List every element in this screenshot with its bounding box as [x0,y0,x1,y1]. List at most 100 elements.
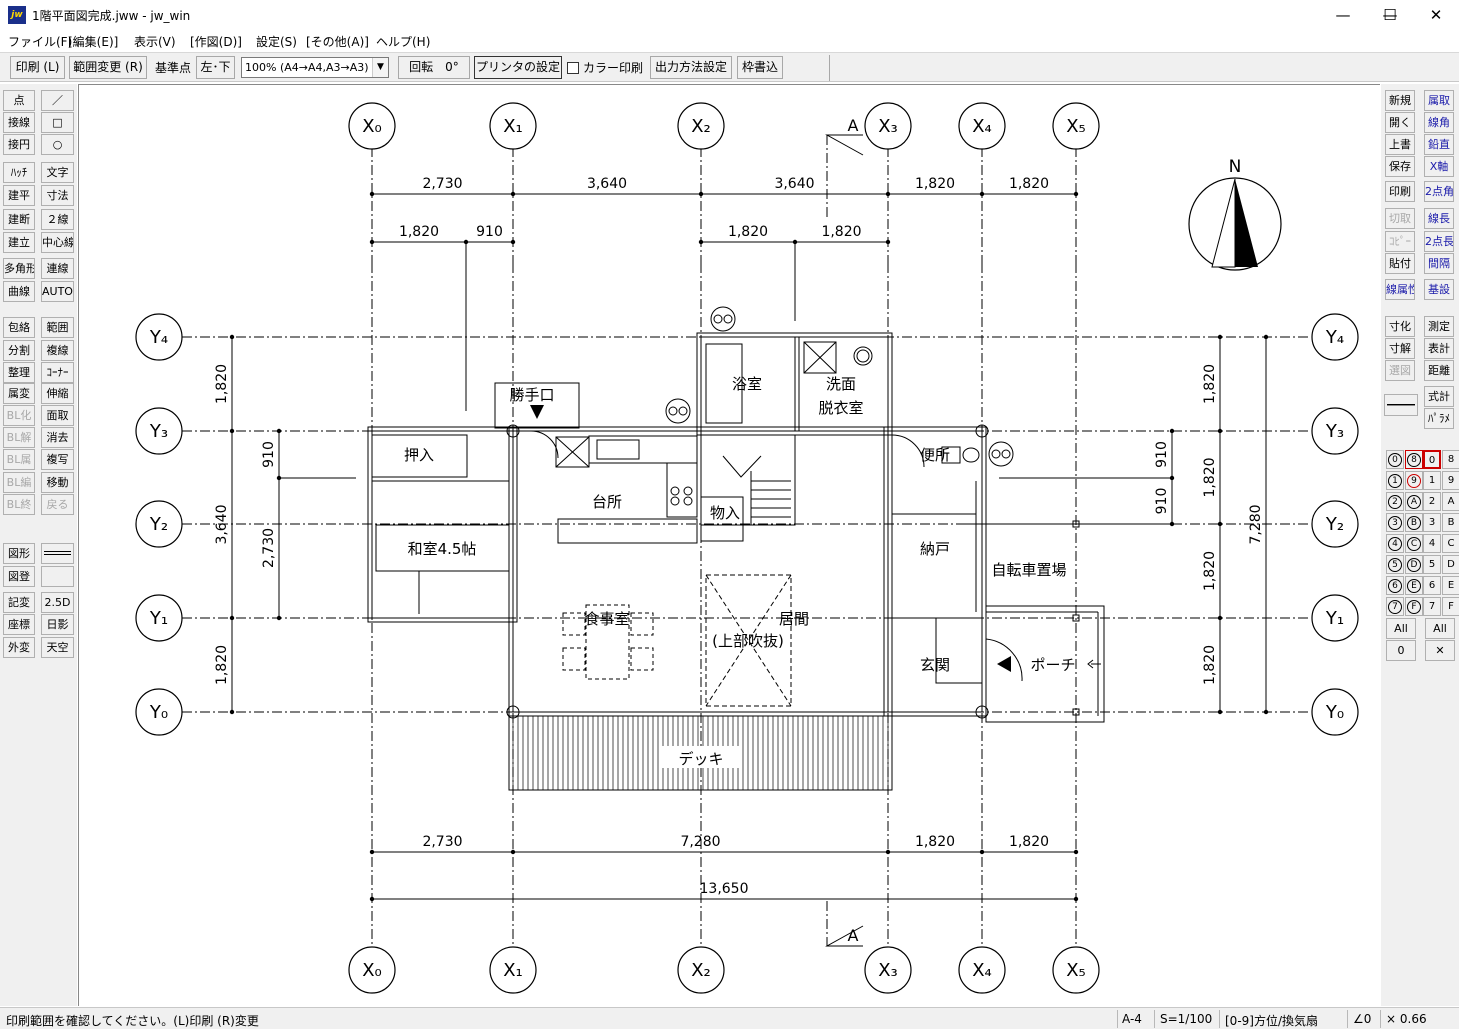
status-scale[interactable]: S=1/100 [1160,1012,1213,1026]
output-method-button[interactable]: 出力方法設定 [650,56,732,79]
layer-group-F[interactable]: F [1405,597,1423,616]
left-tool-13-0[interactable]: BL化 [3,405,35,426]
layer-1[interactable]: 1 [1423,471,1441,490]
right-tool-7-0[interactable]: 貼付 [1385,253,1415,274]
left-tool-2-1[interactable]: ○ [41,134,74,155]
layer-9[interactable]: 9 [1442,471,1459,490]
chevron-down-icon[interactable]: ▼ [372,58,388,77]
left-tool-8-1[interactable]: AUTO [41,281,74,302]
layer-A[interactable]: A [1442,492,1459,511]
layer-group-A[interactable]: A [1405,492,1423,511]
left-tool-5-0[interactable]: 建断 [3,209,35,230]
left-tool-15-0[interactable]: BL属 [3,449,35,470]
right-tool-5-0[interactable]: 切取 [1385,208,1415,229]
layer-F[interactable]: F [1442,597,1459,616]
right-tool-1-1[interactable]: 線角 [1424,112,1454,133]
menu-other[interactable]: [その他(A)] [306,35,369,49]
status-paper[interactable]: A-4 [1122,1012,1142,1026]
line-type-swatch[interactable] [41,543,74,564]
left-tool-1-0[interactable]: 接線 [3,112,35,133]
layer-2[interactable]: 2 [1423,492,1441,511]
right-tool-4-1[interactable]: 2点角 [1424,181,1454,202]
left-tool-14-1[interactable]: 消去 [41,427,74,448]
left-tool-11-0[interactable]: 整理 [3,362,35,383]
layer-E[interactable]: E [1442,576,1459,595]
left-tool-4-0[interactable]: 建平 [3,185,35,206]
left-tool-2-0[interactable]: 接円 [3,134,35,155]
menu-edit[interactable]: [編集(E)] [68,35,119,49]
layer-C[interactable]: C [1442,534,1459,553]
left-tool-4-1[interactable]: 寸法 [41,185,74,206]
layer-group-2[interactable]: 2 [1386,492,1404,511]
right-tool-11-0[interactable]: 選図 [1385,360,1415,381]
layer-4[interactable]: 4 [1423,534,1441,553]
left-tool-18-0[interactable]: 図形 [3,543,35,564]
printer-settings-button[interactable]: プリンタの設定 [474,56,562,79]
right-tool-11-1[interactable]: 距離 [1424,360,1454,381]
left-tool-10-1[interactable]: 複線 [41,340,74,361]
right-tool-8-1[interactable]: 基設 [1424,279,1454,300]
rotate-button[interactable]: 回転 0° [398,56,470,79]
left-tool-21-0[interactable]: 座標 [3,614,35,635]
status-angle[interactable]: ∠0 [1353,1012,1372,1026]
left-tool-6-1[interactable]: 中心線 [41,232,74,253]
layer-group-E[interactable]: E [1405,576,1423,595]
minimize-icon[interactable]: — [1335,6,1351,24]
layer-B[interactable]: B [1442,513,1459,532]
layer-3[interactable]: 3 [1423,513,1441,532]
left-tool-16-0[interactable]: BL編 [3,472,35,493]
print-button[interactable]: 印刷 (L) [10,56,65,79]
base-point-button[interactable]: 左･下 [196,56,235,79]
left-tool-8-0[interactable]: 曲線 [3,281,35,302]
layer-group-C[interactable]: C [1405,534,1423,553]
left-tool-7-1[interactable]: 連線 [41,258,74,279]
left-tool-19-0[interactable]: 図登 [3,566,35,587]
app-icon[interactable]: jw [8,6,26,24]
right-tool-3-0[interactable]: 保存 [1385,156,1415,177]
right-tool-13-1[interactable]: ﾊﾟﾗﾒ [1424,408,1454,429]
left-tool-6-0[interactable]: 建立 [3,232,35,253]
layer-0[interactable]: 0 [1423,450,1441,469]
layer-group-4[interactable]: 4 [1386,534,1404,553]
layer-group-7[interactable]: 7 [1386,597,1404,616]
layer-group-all-button[interactable]: All [1386,618,1416,639]
layer-group-6[interactable]: 6 [1386,576,1404,595]
left-tool-17-0[interactable]: BL終 [3,494,35,515]
layer-group-D[interactable]: D [1405,555,1423,574]
left-tool-0-0[interactable]: 点 [3,90,35,111]
right-tool-3-1[interactable]: X軸 [1424,156,1454,177]
left-tool-7-0[interactable]: 多角形 [3,258,35,279]
left-tool-0-1[interactable]: ／ [41,90,74,111]
right-tool-10-0[interactable]: 寸解 [1385,338,1415,359]
status-mode[interactable]: [0-9]方位/換気扇 [1225,1014,1319,1028]
left-tool-16-1[interactable]: 移動 [41,472,74,493]
layer-group-5[interactable]: 5 [1386,555,1404,574]
frame-write-button[interactable]: 枠書込 [737,56,783,79]
left-tool-13-1[interactable]: 面取 [41,405,74,426]
right-tool-10-1[interactable]: 表計 [1424,338,1454,359]
left-tool-9-0[interactable]: 包絡 [3,317,35,338]
range-change-button[interactable]: 範囲変更 (R) [69,56,147,79]
left-tool-22-1[interactable]: 天空 [41,637,74,658]
layer-group-8[interactable]: 8 [1405,450,1423,469]
maximize-icon[interactable]: ☐ [1383,6,1397,24]
menu-help[interactable]: ヘルプ(H) [376,35,431,49]
line-attribute-swatch[interactable] [1384,394,1418,416]
layer-7[interactable]: 7 [1423,597,1441,616]
right-tool-9-1[interactable]: 測定 [1424,316,1454,337]
layer-group-9[interactable]: 9 [1405,471,1423,490]
left-tool-20-1[interactable]: 2.5D [41,592,74,613]
left-tool-11-1[interactable]: ｺｰﾅｰ [41,362,74,383]
left-tool-12-1[interactable]: 伸縮 [41,383,74,404]
left-tool-19-1[interactable] [41,566,74,587]
layer-group-0[interactable]: 0 [1386,450,1404,469]
left-tool-3-0[interactable]: ﾊｯﾁ [3,162,35,183]
right-tool-2-1[interactable]: 鉛直 [1424,134,1454,155]
right-tool-9-0[interactable]: 寸化 [1385,316,1415,337]
left-tool-3-1[interactable]: 文字 [41,162,74,183]
menu-view[interactable]: 表示(V) [134,35,176,49]
left-tool-20-0[interactable]: 記変 [3,592,35,613]
left-tool-15-1[interactable]: 複写 [41,449,74,470]
